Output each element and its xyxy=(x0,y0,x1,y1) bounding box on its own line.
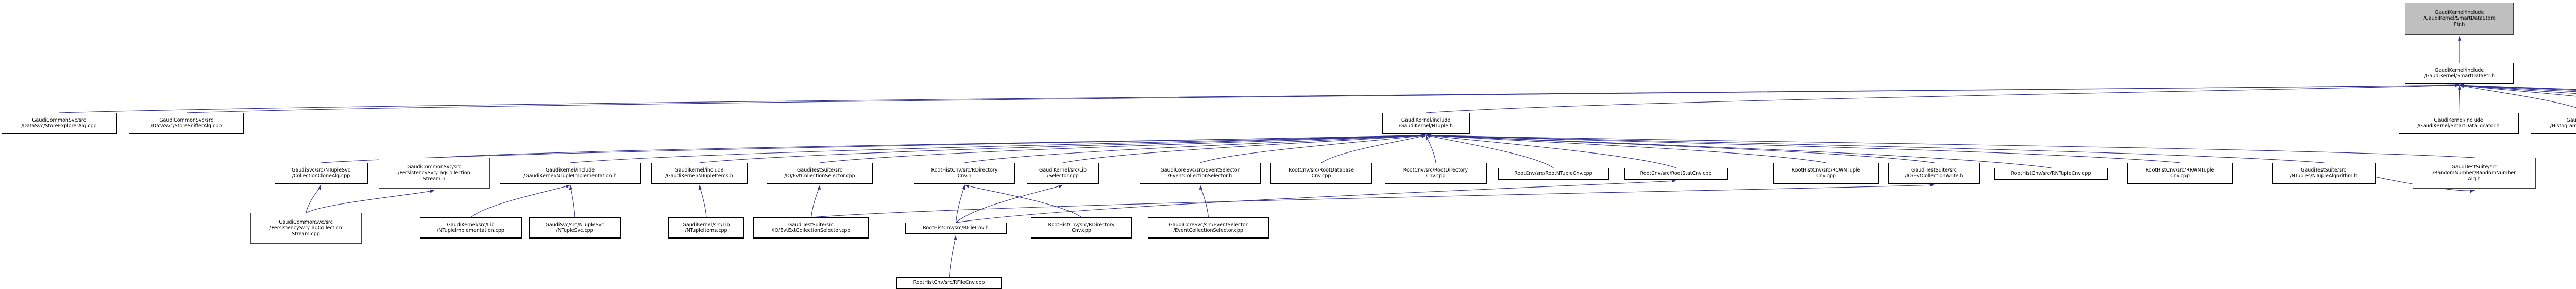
graph-edge xyxy=(2458,84,2462,113)
graph-node[interactable]: GaudiKernel/src/Lib /NTupleItems.cpp xyxy=(668,217,744,239)
graph-node[interactable]: RootCnv/src/RootNTupleCnv.cpp xyxy=(1498,168,1609,180)
graph-node[interactable]: GaudiTestSuite/src /IO/EvtCollectionWrit… xyxy=(1888,163,1980,184)
graph-node[interactable]: GaudiTestSuite/src /IO/EvtCollectionSele… xyxy=(767,163,873,184)
graph-node[interactable]: GaudiKernel/include /GaudiKernel/SmartDa… xyxy=(2405,63,2514,84)
graph-node[interactable]: GaudiTestSuite/src /NTuples/NTupleAlgori… xyxy=(2272,163,2376,184)
graph-node[interactable]: RootHistCnv/src/RDirectory Cnv.h xyxy=(914,163,1015,184)
graph-edge xyxy=(810,184,821,218)
graph-edge xyxy=(955,184,965,223)
graph-edge xyxy=(1426,83,2460,113)
graph-node[interactable]: RootCnv/src/RootDatabase Cnv.cpp xyxy=(1270,163,1372,184)
graph-node[interactable]: GaudiKernel/include /GaudiKernel/NTuple.… xyxy=(1382,113,1470,134)
graph-edge xyxy=(948,235,957,278)
graph-node[interactable]: GaudiKernel/include /GaudiKernel/NTupleI… xyxy=(500,163,641,184)
graph-edge xyxy=(1425,134,1436,163)
graph-node[interactable]: GaudiKernel/include /GaudiKernel/NTupleI… xyxy=(651,163,748,184)
graph-edge xyxy=(2459,84,2576,108)
graph-node[interactable]: GaudiSvc/src/NTupleSvc /NTupleSvc.cpp xyxy=(529,217,621,239)
graph-edge xyxy=(1426,133,2324,163)
graph-node[interactable]: GaudiCoreSvc/src/EventSelector /EventCol… xyxy=(1148,217,1269,239)
graph-node[interactable]: RootCnv/src/RootStatCnv.cpp xyxy=(1624,168,1728,180)
graph-edge xyxy=(2459,83,2576,90)
graph-edge xyxy=(1199,184,1209,218)
graph-edge xyxy=(2459,83,2576,91)
graph-node[interactable]: GaudiKernel/src/Lib /NTupleImplementatio… xyxy=(420,217,522,239)
graph-edge xyxy=(1321,134,1427,163)
graph-node[interactable]: GaudiKernel/src/Lib /Selector.cpp xyxy=(1027,163,1099,184)
graph-node[interactable]: GaudiTestSuite/src /IO/EvtExtCollectionS… xyxy=(753,217,869,239)
graph-node[interactable]: GaudiCoreSvc/src/EventSelector /EventCol… xyxy=(1140,163,1261,184)
graph-edge xyxy=(470,184,571,218)
graph-edge xyxy=(570,133,1427,163)
graph-node[interactable]: RootHistCnv/src/RNTupleCnv.cpp xyxy=(1994,168,2108,180)
graph-edge xyxy=(811,183,1935,218)
graph-node[interactable]: RootHistCnv/src/RRWNTuple Cnv.cpp xyxy=(2127,163,2233,184)
graph-edge xyxy=(964,184,1082,218)
graph-node[interactable]: GaudiSvc/src/NTupleSvc /CollectionCloneA… xyxy=(275,163,368,184)
graph-edge xyxy=(698,184,707,218)
graph-node[interactable]: GaudiCommonSvc/src /PersistencySvc/TagCo… xyxy=(379,158,490,189)
graph-node[interactable]: GaudiCommonSvc/src /PersistencySvc/TagCo… xyxy=(250,213,362,244)
graph-edge xyxy=(820,133,1427,163)
graph-edge xyxy=(59,83,2460,113)
graph-edge xyxy=(569,184,575,218)
graph-edge xyxy=(1426,133,1826,163)
graph-edge xyxy=(434,133,1427,158)
graph-edge xyxy=(1426,133,2180,163)
graph-node[interactable]: RootHistCnv/src/RCWNTuple Cnv.cpp xyxy=(1773,163,1879,184)
graph-edge xyxy=(1063,133,1427,163)
graph-edge xyxy=(956,179,1676,223)
graph-edge xyxy=(2459,84,2576,97)
graph-edge xyxy=(306,190,435,213)
graph-edge xyxy=(964,133,1427,163)
graph-node[interactable]: GaudiCommonSvc/src /DataSvc/StoreExplore… xyxy=(2,113,117,134)
graph-node[interactable]: RootHistCnv/src/RDirectory Cnv.cpp xyxy=(1031,217,1132,239)
graph-edge xyxy=(186,83,2460,113)
graph-node[interactable]: GaudiTestSuite/src /RandomNumber/RandomN… xyxy=(2413,158,2536,189)
graph-node-root[interactable]: GaudiKernel/include /GaudiKernel/SmartDa… xyxy=(2405,3,2514,35)
graph-node[interactable]: GaudiTestSuite/src /Histograms/HistoAlgo… xyxy=(2531,113,2576,134)
graph-node[interactable]: RootHistCnv/src/RFileCnv.h xyxy=(905,223,1007,234)
graph-node[interactable]: RootCnv/src/RootDirectory Cnv.cpp xyxy=(1385,163,1487,184)
graph-node[interactable]: RootHistCnv/src/RFileCnv.cpp xyxy=(896,277,1002,289)
graph-edge xyxy=(1200,134,1427,163)
graph-node[interactable]: GaudiCommonSvc/src /DataSvc/StoreSniffer… xyxy=(129,113,244,134)
graph-edge xyxy=(699,133,1427,163)
graph-edge xyxy=(1426,133,1935,163)
graph-node[interactable]: GaudiKernel/include /GaudiKernel/SmartDa… xyxy=(2399,113,2519,134)
graph-edge xyxy=(2459,83,2576,94)
graph-edge xyxy=(2459,83,2576,92)
graph-edge xyxy=(1426,133,2475,158)
graph-edge xyxy=(306,184,322,213)
